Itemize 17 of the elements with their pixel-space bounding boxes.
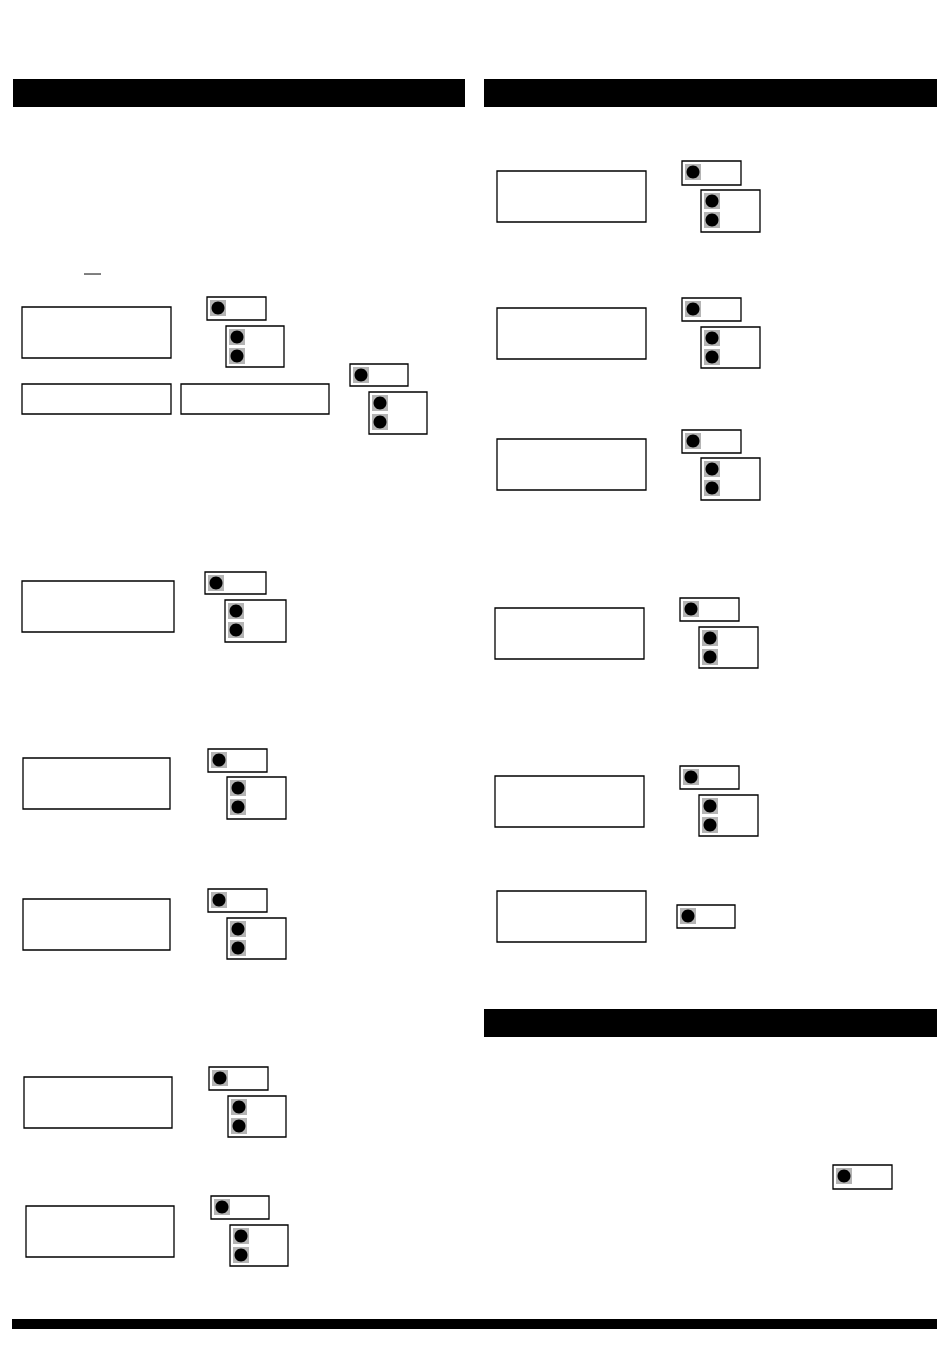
empty-box <box>494 607 645 660</box>
empty-box <box>180 383 330 415</box>
empty-box <box>23 1076 173 1129</box>
empty-box <box>25 1205 175 1258</box>
empty-box <box>494 775 645 828</box>
empty-box <box>21 580 175 633</box>
empty-box <box>22 757 171 810</box>
empty-box <box>21 306 172 359</box>
header-bar <box>484 1009 937 1037</box>
empty-box <box>496 307 647 360</box>
empty-box <box>496 890 647 943</box>
empty-box <box>496 438 647 491</box>
empty-box <box>496 170 647 223</box>
header-bar <box>13 79 465 107</box>
empty-box <box>22 898 171 951</box>
header-bar <box>484 79 937 107</box>
empty-box <box>21 383 172 415</box>
